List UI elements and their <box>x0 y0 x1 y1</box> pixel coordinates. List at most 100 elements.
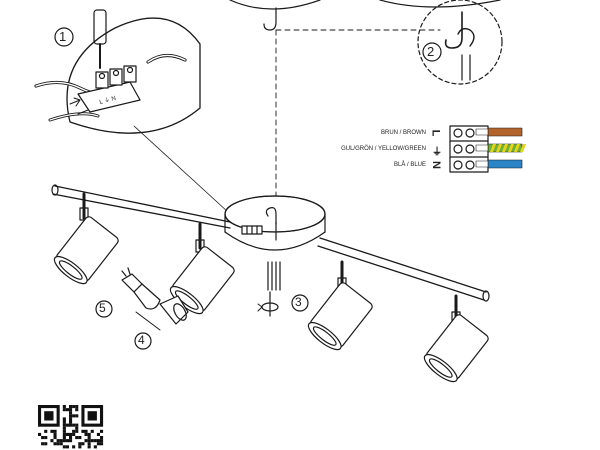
qr-module <box>96 432 100 436</box>
gu10-bulb <box>121 267 161 310</box>
terminal-earth: ⏚ <box>432 147 442 158</box>
qr-module <box>75 405 79 409</box>
qr-module <box>62 417 66 421</box>
cable-sleeve <box>475 144 489 152</box>
wiring-legend <box>449 125 526 173</box>
step-5-badge <box>95 300 113 318</box>
qr-module <box>87 442 91 446</box>
ceiling-hook <box>263 7 277 31</box>
qr-module <box>78 436 82 440</box>
arm-bar-right <box>317 237 490 302</box>
qr-module <box>72 414 76 418</box>
qr-module <box>62 420 66 424</box>
wire-label-yellow-green: GUL/GRÖN / YELLOW/GREEN <box>341 146 426 152</box>
qr-module <box>72 445 76 449</box>
qr-module <box>59 439 63 443</box>
qr-module <box>62 432 66 436</box>
qr-module <box>50 439 54 443</box>
qr-module <box>62 423 66 427</box>
qr-module <box>93 439 97 443</box>
arm-bar-left <box>51 184 231 229</box>
qr-module <box>87 439 91 443</box>
terminal-l: L <box>429 129 442 137</box>
spotlight-1 <box>53 192 119 285</box>
qr-module <box>44 429 48 433</box>
qr-module <box>100 439 104 443</box>
qr-finder <box>44 411 54 421</box>
step-4-number: 4 <box>138 333 145 347</box>
spotlight-2 <box>169 222 235 315</box>
qr-module <box>69 414 73 418</box>
qr-module <box>65 439 69 443</box>
cable-stripe <box>490 144 496 152</box>
qr-module <box>65 432 69 436</box>
qr-module <box>90 429 94 433</box>
terminal-n: N <box>429 161 442 169</box>
qr-module <box>38 432 42 436</box>
qr-module <box>53 436 57 440</box>
qr-module <box>78 442 82 446</box>
qr-module <box>62 445 66 449</box>
qr-module <box>41 442 45 446</box>
qr-module <box>84 432 88 436</box>
qr-module <box>62 439 66 443</box>
qr-module <box>50 429 54 433</box>
qr-module <box>90 439 94 443</box>
bulb-arrow <box>135 311 161 331</box>
ceiling-arc-left <box>229 0 321 10</box>
qr-module <box>100 436 104 440</box>
cable-stripe <box>502 144 508 152</box>
qr-module <box>69 423 73 427</box>
cable-sleeve <box>475 128 489 136</box>
qr-module <box>62 408 66 412</box>
qr-module <box>44 436 48 440</box>
qr-module <box>65 445 69 449</box>
qr-module <box>65 423 69 427</box>
qr-module <box>69 439 73 443</box>
step-1-badge <box>54 27 74 47</box>
terminal-marking: L ⏚ N <box>99 95 117 106</box>
cable-stripe <box>496 144 502 152</box>
qr-module <box>75 423 79 427</box>
qr-code <box>38 405 104 449</box>
qr-module <box>78 445 82 449</box>
glass-cover <box>159 295 189 325</box>
qr-module <box>69 408 73 412</box>
cable-stripe <box>520 144 526 152</box>
qr-module <box>72 405 76 409</box>
step-4-badge <box>134 332 152 350</box>
qr-module <box>69 436 73 440</box>
qr-module <box>96 439 100 443</box>
qr-module <box>84 429 88 433</box>
qr-module <box>87 436 91 440</box>
qr-module <box>93 445 97 449</box>
ceiling-cable <box>257 261 281 317</box>
qr-module <box>56 439 60 443</box>
qr-module <box>75 436 79 440</box>
qr-module <box>72 429 76 433</box>
qr-module <box>100 442 104 446</box>
qr-module <box>81 429 85 433</box>
step-3-number: 3 <box>295 295 302 309</box>
step-3-badge <box>291 294 309 312</box>
qr-module <box>41 436 45 440</box>
qr-module <box>56 442 60 446</box>
ceiling-canopy <box>224 195 326 251</box>
step-1-number: 1 <box>59 29 67 44</box>
cable-stripe <box>508 144 514 152</box>
dashed-guide <box>275 29 441 197</box>
cable-0 <box>487 127 523 137</box>
spotlight-4 <box>423 294 489 383</box>
qr-module <box>96 442 100 446</box>
qr-module <box>84 439 88 443</box>
qr-module <box>62 429 66 433</box>
cable-sleeve <box>475 160 489 168</box>
qr-module <box>75 408 79 412</box>
qr-module <box>87 432 91 436</box>
qr-module <box>75 426 79 430</box>
qr-module <box>72 423 76 427</box>
detail-circle-hook <box>417 0 503 85</box>
step-5-number: 5 <box>99 301 106 315</box>
qr-module <box>53 432 57 436</box>
